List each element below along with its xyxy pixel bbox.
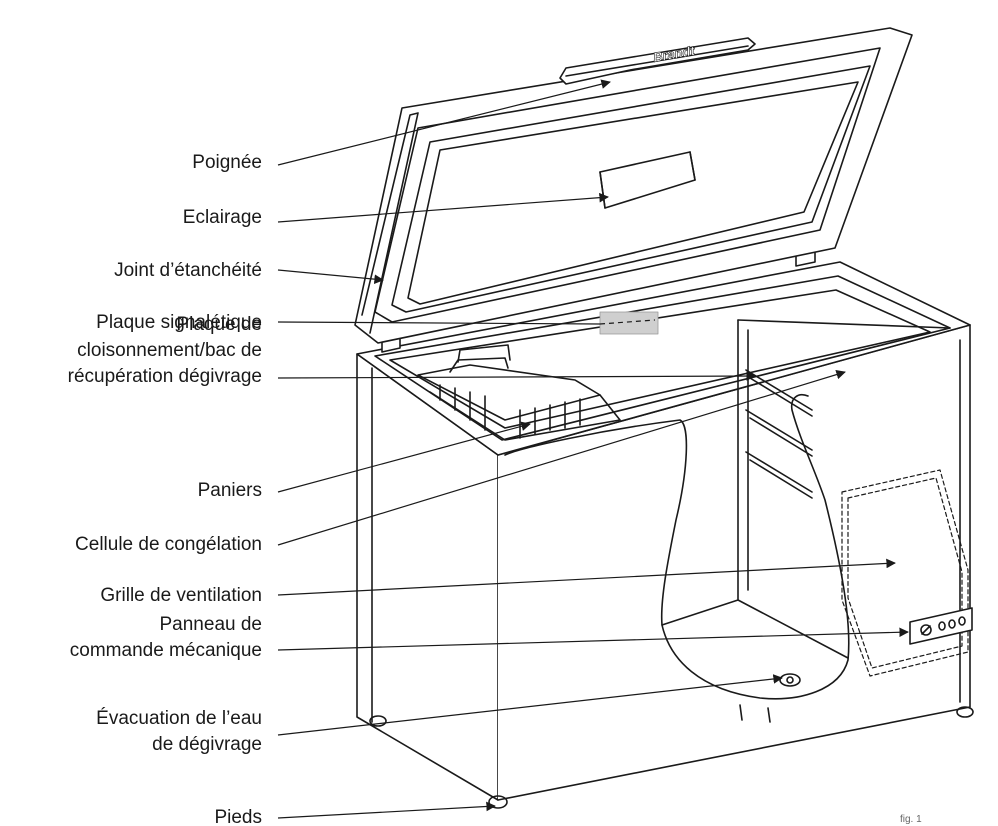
control-panel [909, 607, 973, 645]
callout-line-eclairage [277, 192, 609, 223]
cabinet-body [356, 261, 971, 801]
callout-line-evacuation [277, 674, 783, 736]
callout-line-joint [277, 269, 384, 284]
callout-line-pieds [277, 801, 496, 819]
callout-label-joint: Joint d’étanchéité [114, 260, 262, 281]
callout-lines [277, 79, 909, 819]
callout-line-panneau [277, 627, 909, 651]
freezer-illustration [354, 27, 974, 809]
lid [354, 27, 913, 344]
ventilation-grille [841, 469, 969, 677]
callout-label-eclairage: Eclairage [183, 207, 262, 228]
callout-label-plaque-signaletique: Plaque signalétique [96, 312, 262, 333]
callout-label-panneau-line-1: Panneau de [160, 614, 263, 635]
callout-label-plaque-cloisonnement-line-1: Plaque de [176, 314, 262, 335]
callout-label-evacuation-line-2: de dégivrage [152, 734, 262, 755]
page-mark: fig. 1 [900, 814, 922, 825]
callout-line-poignee [277, 79, 611, 166]
callout-line-paniers [277, 421, 531, 493]
freezing-cell-shelves [745, 369, 813, 499]
callout-line-plaque-cloisonnement [277, 371, 756, 381]
callout-line-grille [277, 558, 896, 596]
callout-line-plaque-signaletique [277, 321, 601, 325]
callout-label-plaque-cloisonnement-line-3: récupération dégivrage [68, 366, 262, 387]
callout-label-panneau-line-2: commande mécanique [70, 640, 262, 661]
callout-line-cellule [277, 369, 846, 546]
callout-line-plaque-signaletique-dashed [599, 319, 656, 325]
callout-label-plaque-cloisonnement-line-2: cloisonnement/bac de [77, 340, 262, 361]
callout-label-poignee: Poignée [192, 152, 262, 173]
callout-label-paniers: Paniers [198, 480, 262, 501]
callout-label-grille: Grille de ventilation [100, 585, 262, 606]
callout-label-cellule: Cellule de congélation [75, 534, 262, 555]
rating-plate [599, 311, 659, 335]
callout-label-evacuation-line-1: Évacuation de l’eau [96, 708, 262, 729]
callout-label-pieds: Pieds [214, 807, 262, 826]
basket [417, 344, 621, 441]
